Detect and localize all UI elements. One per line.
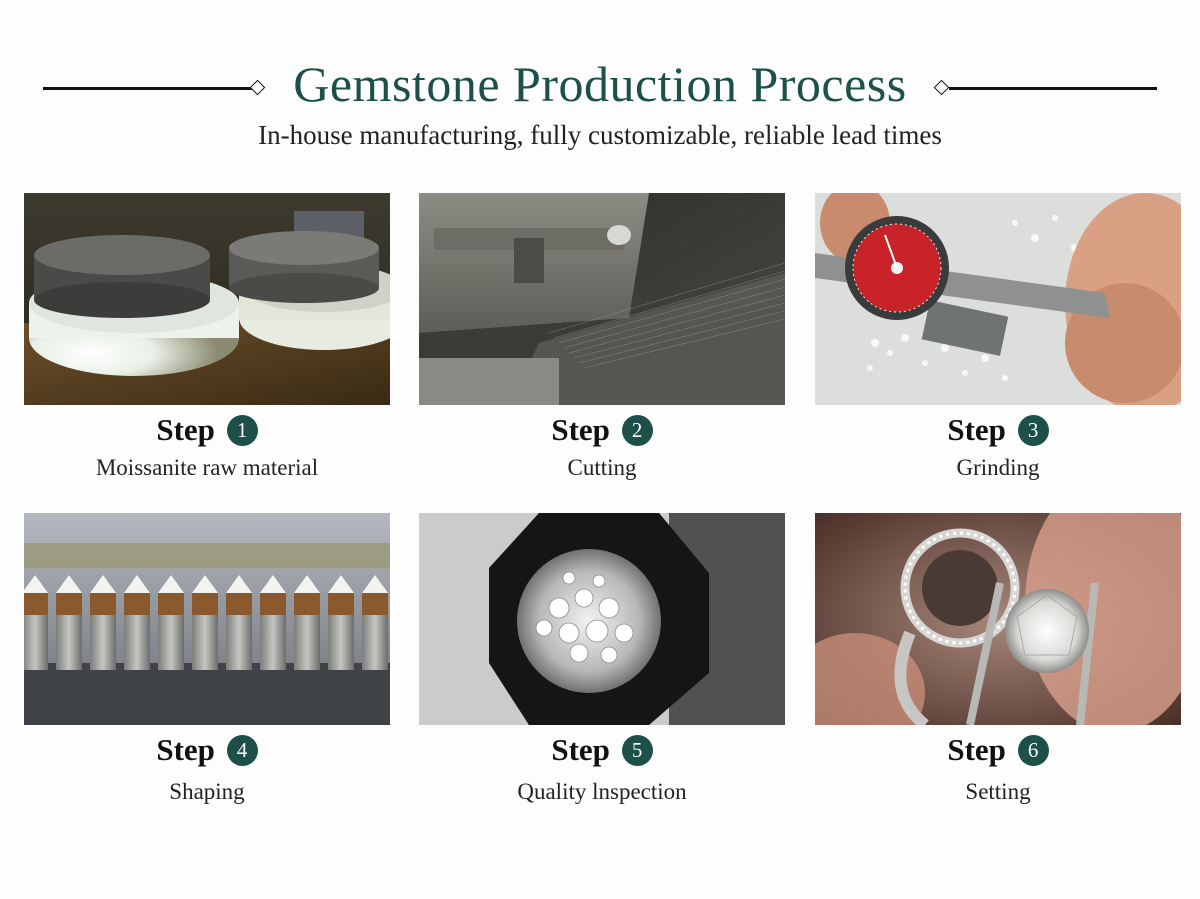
step-caption: Setting (965, 779, 1031, 804)
step-label: Step (551, 732, 610, 767)
step-label: Step (156, 732, 215, 767)
step-number-badge: 5 (621, 735, 653, 767)
step-caption: Quality lnspection (517, 779, 687, 804)
step-number-badge: 6 (1017, 735, 1049, 767)
page-subtitle: In-house manufacturing, fully customizab… (258, 120, 942, 150)
quality-inspection-photo (419, 513, 785, 725)
step-number-badge: 2 (621, 415, 653, 447)
step-label: Step (551, 412, 610, 447)
step-label: Step (947, 412, 1006, 447)
step-number-badge: 1 (226, 415, 258, 447)
step-caption: Cutting (567, 455, 637, 480)
step-number-badge: 4 (226, 735, 258, 767)
left-divider-line (43, 87, 253, 90)
step-heading: Step 1 (24, 412, 390, 448)
step-heading: Step 6 (815, 732, 1181, 768)
step-caption: Shaping (169, 779, 245, 804)
raw-material-photo (24, 193, 390, 405)
step-number-badge: 3 (1017, 415, 1049, 447)
cutting-photo (419, 193, 785, 405)
setting-photo (815, 513, 1181, 725)
right-divider-line (949, 87, 1157, 90)
shaping-photo (24, 513, 390, 725)
step-caption: Moissanite raw material (95, 455, 319, 480)
step-heading: Step 5 (419, 732, 785, 768)
grinding-photo (815, 193, 1181, 405)
step-caption: Grinding (956, 455, 1040, 480)
step-label: Step (947, 732, 1006, 767)
page-header: Gemstone Production Process In-house man… (0, 0, 1200, 170)
step-label: Step (156, 412, 215, 447)
step-heading: Step 4 (24, 732, 390, 768)
step-heading: Step 2 (419, 412, 785, 448)
step-heading: Step 3 (815, 412, 1181, 448)
page-title: Gemstone Production Process (293, 56, 907, 112)
